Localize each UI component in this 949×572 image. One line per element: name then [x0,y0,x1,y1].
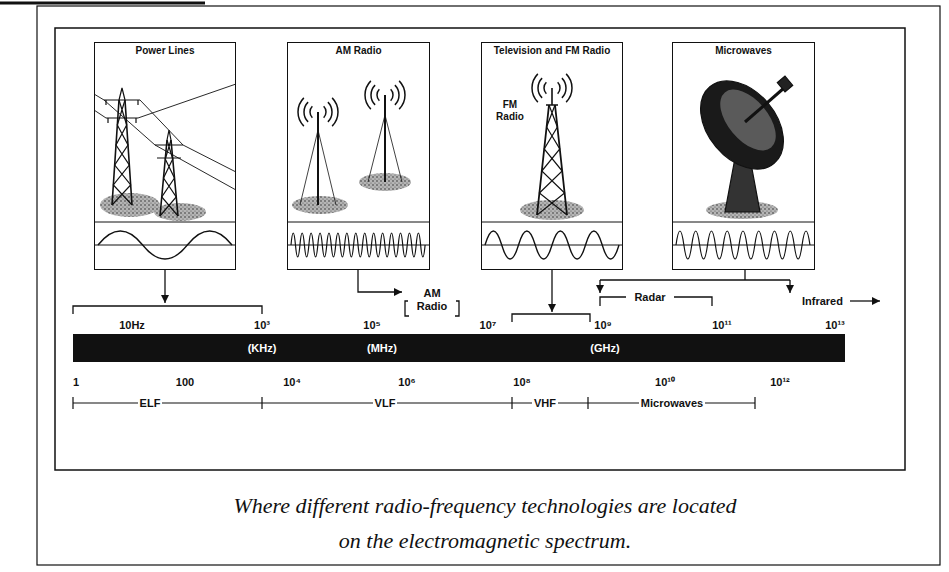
band-name: VLF [373,397,398,410]
frequency-tick: 10¹⁰ [653,376,677,389]
band-pointer-label: Radar [632,291,667,304]
panel-pointers [73,270,880,322]
page-frame [0,2,205,5]
panel-pointers [599,280,600,293]
spectrum-bar [73,334,845,362]
frequency-tick: 10⁹ [592,319,613,332]
tv-tower-drawing [485,231,619,259]
microwave-dish-drawing [745,88,784,122]
band-name: Microwaves [639,397,705,410]
illustration-panel: Television and FM Radio FM Radio [481,42,623,270]
power-lines-drawing [94,84,236,259]
power-lines-drawing [155,130,183,158]
unit-label: (KHz) [246,342,279,355]
frequency-tick: 100 [174,376,196,389]
panel-title: Microwaves [713,45,774,57]
spectrum-bar [73,334,845,362]
figure-caption: Where different radio-frequency technolo… [225,488,745,558]
power-lines-drawing [160,140,178,216]
am-radio-drawing [287,81,430,257]
frequency-tick: 10¹³ [823,319,847,332]
frequency-tick: 1 [71,376,81,389]
panel-pointers [850,300,880,301]
page-frame [55,28,905,470]
panel-pointers [164,270,165,303]
band-pointer-label: Infrared [800,295,845,308]
frequency-tick: 10Hz [117,319,147,332]
band-name: VHF [532,397,558,410]
power-lines-drawing [119,88,125,100]
power-lines-drawing [104,100,140,123]
band-pointer-label: AM Radio [408,287,456,313]
microwave-dish-drawing [710,80,787,161]
power-lines-drawing [100,193,160,217]
tv-tower-drawing [546,88,558,105]
am-radio-drawing [291,233,425,257]
am-radio-drawing [300,115,402,205]
panel-pointers [512,314,590,322]
tv-tower-drawing [532,74,572,102]
station-label: FM Radio [488,99,532,123]
frequency-tick: 10¹² [768,376,792,389]
panel-pointers [551,270,552,312]
page-frame [0,3,940,565]
frequency-tick: 10⁸ [511,376,532,389]
frequency-tick: 10⁵ [361,319,382,332]
am-radio-drawing [298,98,338,126]
microwave-dish-drawing [676,231,810,259]
frequency-tick: 10¹¹ [710,319,734,332]
panel-pointers [600,270,790,280]
microwave-dish-drawing [777,76,792,92]
panel-pointers [358,270,402,292]
panel-pointers [789,280,790,293]
power-lines-drawing [94,222,236,245]
power-lines-drawing [154,203,206,221]
panel-title: Television and FM Radio [492,45,613,57]
am-radio-drawing [365,81,405,109]
panel-title: Power Lines [134,45,197,57]
frequency-tick: 10³ [252,319,272,332]
illustration-panel: Microwaves [672,42,815,270]
band-name: ELF [138,397,163,410]
microwave-dish-drawing [672,65,815,259]
tv-tower-drawing [481,74,623,259]
unit-label: (GHz) [588,342,621,355]
am-radio-drawing [318,95,385,205]
tv-tower-drawing [537,105,567,215]
power-lines-drawing [98,231,232,259]
panel-pointers [73,306,262,314]
illustration-panel: Power Lines [94,42,236,270]
tv-tower-drawing [537,105,567,215]
panel-title: AM Radio [333,45,383,57]
illustration-panel: AM Radio [287,42,430,270]
power-lines-drawing [160,140,178,216]
band-scale [73,397,755,409]
power-lines-drawing [94,84,236,190]
frequency-tick: 10⁷ [478,319,499,332]
frequency-tick: 10⁴ [281,376,303,389]
page-frame [37,6,940,565]
microwave-dish-drawing [684,65,800,185]
band-scale [73,397,755,409]
frequency-tick: 10⁶ [396,376,417,389]
unit-label: (MHz) [365,342,399,355]
